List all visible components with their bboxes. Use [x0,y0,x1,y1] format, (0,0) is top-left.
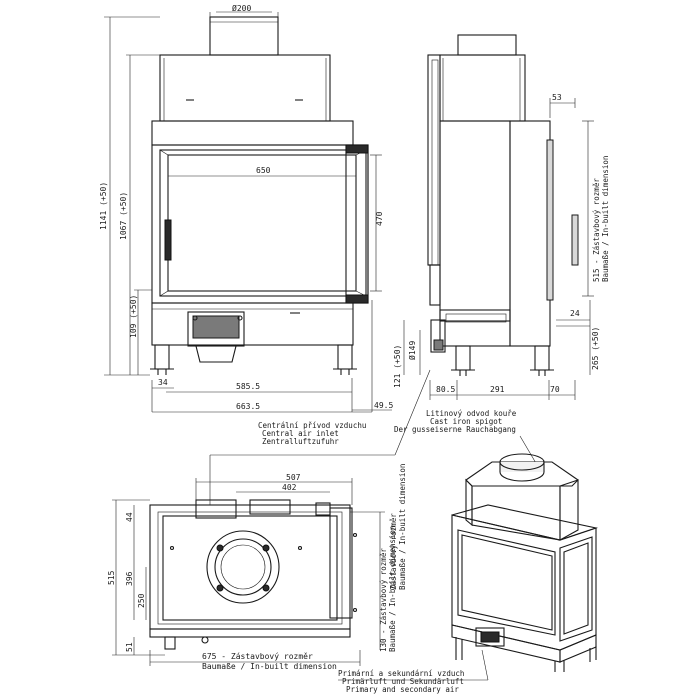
side-265-label: 265 (+50) [591,327,600,370]
top-outline [149,504,351,630]
left-leg [154,344,170,370]
spigot-diameter-label: Ø149 [407,341,417,360]
flue-opening [206,530,280,604]
iso-glass-side [559,536,593,642]
primary-air-en: Primary and secondary air [346,685,459,694]
lower-plinth [151,302,354,346]
foot-offset-label: 34 [158,378,168,387]
right-dim-label: 130 - Zástavbový rozměr [379,548,388,652]
spigot-en: Cast iron spigot [430,417,502,426]
leg-span-label: 585.5 [236,382,260,391]
isometric-view [451,453,599,672]
depth-mid-label: 291 [490,385,505,394]
overall-width-label: 663.5 [236,402,260,411]
glass-pane [167,154,357,292]
front-view [150,16,369,375]
body-top-band [151,120,354,146]
spigot-cz: Litinový odvod kouře [426,409,517,418]
side-24-label: 24 [570,309,580,318]
side-body [439,120,511,322]
door-handle [164,219,172,261]
convection-hood [159,54,331,122]
primary-air-cz: Primární a sekundární vzduch [338,669,464,678]
side-dimensions: 53 515 - Zástavbový rozměr Baumaße / In-… [393,93,610,400]
air-inlet-de: Zentralluftzufuhr [262,437,339,446]
air-inlet-cz: Centrální přívod vzduchu [258,421,366,430]
side-offset-label: 49.5 [374,401,393,410]
side-door [509,120,551,347]
inbuilt-height-label: 515 - Zástavbový rozměr [592,178,601,282]
iso-glass-front [457,529,556,636]
primary-air-de: Primärluft und Sekundärluft [342,677,464,686]
flue-diameter-label: Ø200 [232,3,251,13]
flue-collar [209,16,279,56]
front-dimensions: Ø200 1141 (+50) 1067 (+50) 109 (+50) 650… [99,3,393,413]
width-507-label: 507 [286,473,301,482]
depth-250-label: 250 [137,593,146,608]
depth-51-label: 51 [125,642,134,652]
depth-rear-label: 70 [550,385,560,394]
right-top-dim-en-label: Baumaße / In-built dimension [398,464,407,590]
glass-width-label: 650 [256,166,271,175]
inner-height-label: 1067 (+50) [119,192,128,240]
bottom-dim-en-label: Baumaße / In-built dimension [202,662,337,671]
door-frame [159,149,367,297]
bottom-dim-label: 675 - Zástavbový rozměr [202,652,313,661]
air-inlet-en: Central air inlet [262,429,339,438]
right-top-dim-label: Zástavbový rozměr [389,513,398,590]
right-dim-en-label: Baumaße / In-built dimension [388,526,397,652]
top-view [149,499,358,650]
side-flue [457,34,517,56]
top-offset-label: 53 [552,93,562,102]
depth-44-label: 44 [125,512,134,522]
depth-front-label: 80.5 [436,385,455,394]
spigot-de: Der gusseiserne Rauchabgang [394,425,516,434]
top-dimensions: 507 402 515 44 396 250 51 130 - Zástavbo… [107,464,407,671]
width-402-label: 402 [282,483,297,492]
spigot-height-label: 121 (+50) [393,345,402,388]
glass-height-label: 470 [375,211,384,226]
base-height-label: 109 (+50) [129,295,138,338]
annotations: Centrální přívod vzduchu Central air inl… [209,369,541,694]
right-leg [337,344,353,370]
total-height-label: 1141 (+50) [99,182,108,230]
inbuilt-height-en-label: Baumaße / In-built dimension [601,156,610,282]
side-view [427,34,579,376]
depth-515-label: 515 [107,570,116,585]
depth-396-label: 396 [125,571,134,586]
